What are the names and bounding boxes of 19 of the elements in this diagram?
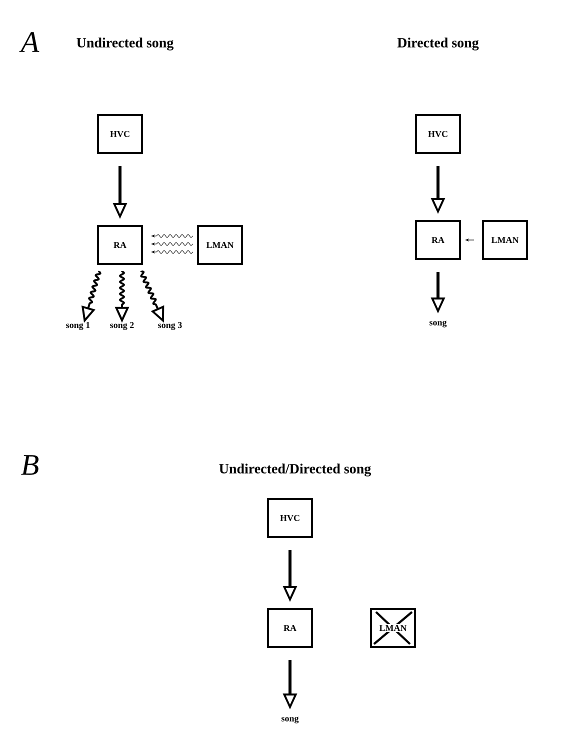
- panel-letter: A: [19, 32, 40, 52]
- panel-title: Undirected song: [76, 38, 174, 50]
- region-box: RA: [415, 220, 461, 260]
- output-label: song 1: [66, 322, 90, 330]
- output-label: song 3: [158, 322, 182, 330]
- region-box: HVC: [415, 114, 461, 154]
- crossed-out-box: LMAN: [370, 608, 416, 648]
- panel-title: Undirected/Directed song: [219, 464, 371, 476]
- output-label: song: [430, 320, 447, 328]
- region-box: RA: [267, 608, 313, 648]
- region-box: HVC: [97, 114, 143, 154]
- region-box: LMAN: [197, 225, 243, 265]
- panel-title: Directed song: [397, 38, 479, 50]
- output-label: song: [282, 716, 299, 724]
- region-box: HVC: [267, 498, 313, 538]
- panel-letter: B: [21, 455, 38, 475]
- region-box: LMAN: [482, 220, 528, 260]
- output-label: song 2: [110, 322, 134, 330]
- region-box: RA: [97, 225, 143, 265]
